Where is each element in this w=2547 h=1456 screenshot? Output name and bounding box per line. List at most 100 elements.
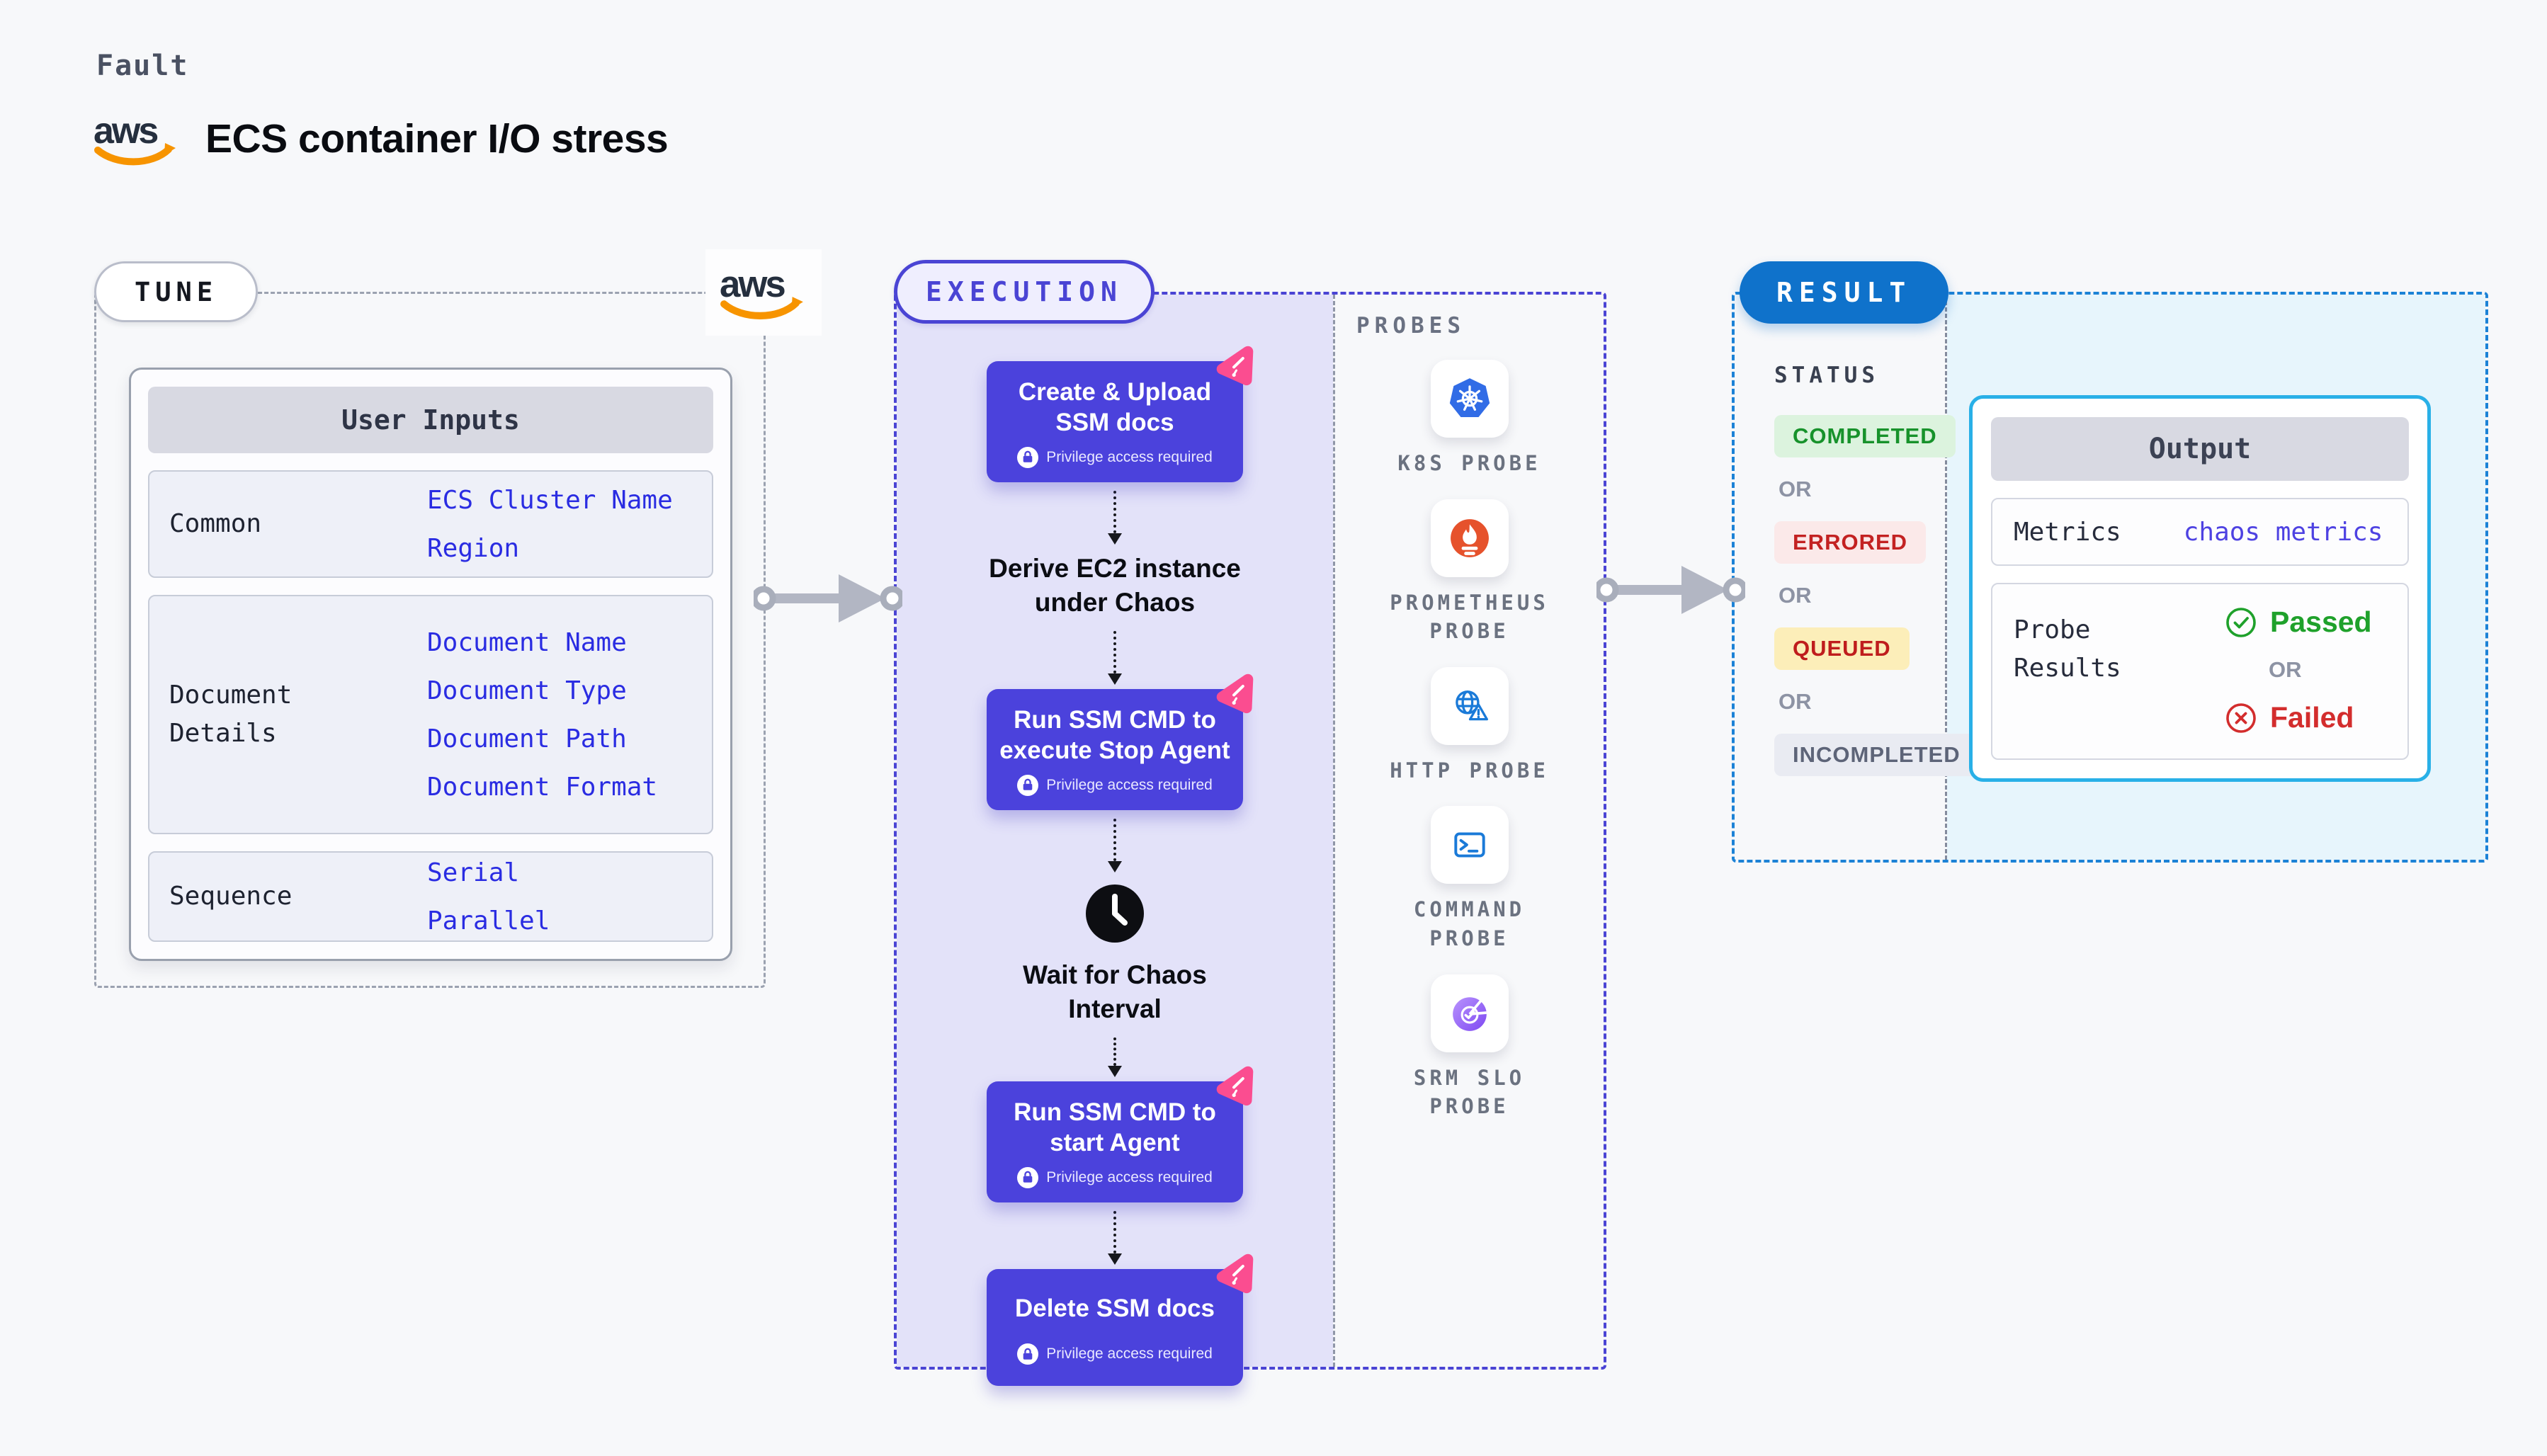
- probe-result-failed: Failed: [2225, 701, 2354, 734]
- user-inputs-rows: Common ECS Cluster Name Region Document …: [148, 470, 713, 942]
- clock-icon: [1086, 884, 1144, 943]
- privilege-badge: Privilege access required: [994, 446, 1236, 468]
- probe-card: [1430, 806, 1509, 885]
- flow-connector: [1108, 490, 1122, 545]
- flow-label-line: Interval: [1068, 994, 1162, 1023]
- privilege-note: Privilege access required: [1046, 448, 1213, 465]
- probe-card: [1430, 974, 1509, 1052]
- probe-label: HTTP PROBE: [1390, 758, 1549, 783]
- execution-to-result-arrow: [1596, 566, 1745, 614]
- row-label: Common: [169, 509, 262, 538]
- tune-label: TUNE: [94, 261, 259, 322]
- svg-text:aws: aws: [720, 263, 785, 305]
- flow-label-line: under Chaos: [1034, 587, 1196, 617]
- input-value: Parallel: [427, 906, 550, 935]
- flow-connector: [1108, 630, 1122, 685]
- output-title: Output: [1991, 417, 2409, 481]
- probes-title: PROBES: [1356, 313, 1465, 339]
- probe-label: SRM SLO PROBE: [1413, 1065, 1526, 1119]
- status-list: COMPLETED OR ERRORED OR QUEUED OR INCOMP…: [1774, 415, 1979, 776]
- step-title: Run SSM CMD to execute Stop Agent: [994, 705, 1236, 766]
- fault-kicker: Fault: [96, 50, 189, 82]
- flow-connector: [1108, 1210, 1122, 1265]
- execution-label: EXECUTION: [894, 260, 1155, 324]
- privilege-badge: Privilege access required: [994, 1343, 1236, 1365]
- input-value: Document Format: [427, 772, 658, 802]
- user-inputs-row-sequence: Sequence Serial Parallel: [148, 851, 713, 942]
- tune-to-execution-arrow: [754, 574, 902, 622]
- step-title-line: Run SSM CMD to: [1014, 1098, 1216, 1126]
- command-terminal-icon: [1453, 832, 1485, 858]
- step-title-line: start Agent: [1050, 1129, 1180, 1157]
- tune-section: [94, 292, 766, 988]
- aws-logo: aws: [93, 110, 176, 166]
- lock-icon: [1017, 446, 1039, 468]
- probe-command: COMMAND PROBE: [1335, 806, 1604, 952]
- probe-srm-slo: SRM SLO PROBE: [1335, 974, 1604, 1121]
- status-panel: STATUS COMPLETED OR ERRORED OR QUEUED OR…: [1735, 295, 1979, 860]
- page-title: ECS container I/O stress: [205, 116, 669, 161]
- step-run-ssm-start-agent: Run SSM CMD to start Agent Privilege acc…: [987, 1066, 1254, 1202]
- row-values: Document Name Document Type Document Pat…: [382, 628, 692, 802]
- flow-label-line: Derive EC2 instance: [989, 553, 1241, 583]
- probe-card: [1430, 499, 1509, 577]
- metrics-label: Metrics: [2014, 517, 2121, 547]
- privilege-badge: Privilege access required: [994, 774, 1236, 796]
- privilege-note: Privilege access required: [1046, 776, 1213, 793]
- metrics-row: Metrics chaos metrics: [1991, 498, 2409, 566]
- flow-connector: [1108, 1037, 1122, 1077]
- litmus-pin-icon: [1216, 673, 1254, 714]
- input-value: Document Path: [427, 724, 627, 753]
- output-card: Output Metrics chaos metrics Probe Resul…: [1969, 395, 2431, 782]
- step-create-upload-ssm-docs: Create & Upload SSM docs Privilege acces…: [987, 346, 1254, 482]
- input-value: Serial: [427, 858, 520, 887]
- prometheus-icon: [1450, 518, 1489, 557]
- status-badge-incompleted: INCOMPLETED: [1774, 734, 1979, 776]
- row-values: Serial Parallel: [382, 858, 692, 935]
- probe-prometheus: PROMETHEUS PROBE: [1335, 499, 1604, 646]
- http-globe-icon: [1455, 690, 1488, 721]
- row-label: Sequence: [169, 882, 293, 911]
- status-separator: OR: [1779, 583, 1812, 608]
- probe-results-row: Probe Results Passed OR Fai: [1991, 583, 2409, 760]
- probe-label: K8S PROBE: [1397, 451, 1541, 475]
- user-inputs-row-common: Common ECS Cluster Name Region: [148, 470, 713, 578]
- user-inputs-title: User Inputs: [148, 387, 713, 453]
- execution-section: Create & Upload SSM docs Privilege acces…: [894, 292, 1606, 1387]
- title-row: aws ECS container I/O stress: [92, 103, 669, 174]
- step-title-line: execute Stop Agent: [999, 736, 1230, 765]
- wait-step: [1084, 882, 1146, 948]
- check-circle-icon: [2226, 607, 2256, 637]
- status-title: STATUS: [1774, 363, 1879, 388]
- srm-slo-icon: [1452, 996, 1487, 1031]
- privilege-note: Privilege access required: [1046, 1168, 1213, 1185]
- litmus-pin-icon: [1216, 1253, 1254, 1293]
- step-title-line: Create & Upload: [1018, 378, 1212, 406]
- status-badge-completed: COMPLETED: [1774, 415, 1956, 457]
- row-values: ECS Cluster Name Region: [382, 486, 692, 563]
- step-derive-ec2-label: Derive EC2 instance under Chaos: [989, 552, 1241, 620]
- privilege-note: Privilege access required: [1046, 1346, 1213, 1363]
- metrics-value: chaos metrics: [2183, 517, 2383, 547]
- probe-k8s: K8S PROBE: [1335, 360, 1604, 478]
- x-circle-icon: [2226, 703, 2256, 733]
- probe-results-values: Passed OR Failed: [2191, 605, 2386, 734]
- litmus-pin-icon: [1216, 346, 1254, 386]
- input-value: Region: [427, 533, 520, 563]
- step-title: Delete SSM docs: [994, 1293, 1236, 1324]
- user-inputs-row-document-details: Document Details Document Name Document …: [148, 595, 713, 834]
- kubernetes-icon: [1449, 378, 1490, 418]
- probe-results-label: Probe Results: [2014, 615, 2121, 683]
- probe-label: COMMAND PROBE: [1413, 897, 1526, 950]
- input-value: ECS Cluster Name: [427, 485, 673, 515]
- input-value: Document Name: [427, 627, 627, 657]
- step-title: Create & Upload SSM docs: [994, 377, 1236, 438]
- probes-panel: PROBES: [1333, 295, 1604, 1367]
- wait-for-chaos-label: Wait for Chaos Interval: [1023, 958, 1207, 1026]
- probe-http: HTTP PROBE: [1335, 666, 1604, 785]
- step-title-line: SSM docs: [1055, 409, 1174, 437]
- user-inputs-card: User Inputs Common ECS Cluster Name Regi…: [129, 368, 732, 961]
- lock-icon: [1017, 774, 1039, 796]
- probe-result-passed: Passed: [2225, 605, 2372, 639]
